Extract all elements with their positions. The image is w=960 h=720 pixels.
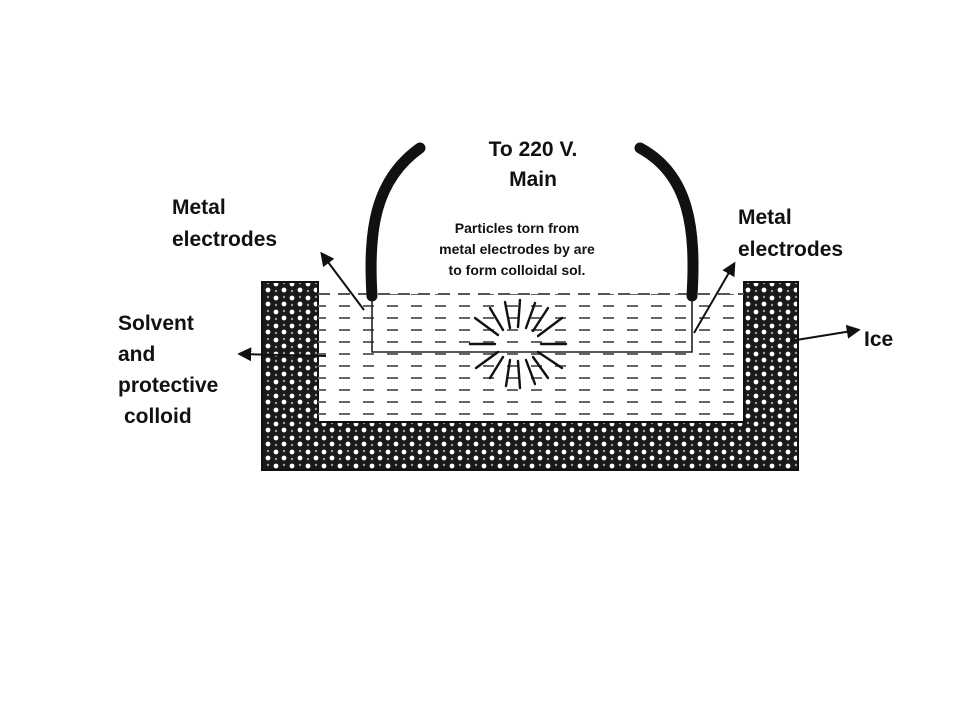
- solvent-label-line1: Solvent: [118, 312, 194, 335]
- left-electrodes-label-line2: electrodes: [172, 228, 277, 251]
- power-label-line2: Main: [509, 168, 557, 191]
- right-electrodes-label-line2: electrodes: [738, 238, 843, 261]
- right-power-cable: [634, 142, 699, 302]
- right-electrodes-label-line1: Metal: [738, 206, 792, 229]
- particles-caption-line3: to form colloidal sol.: [449, 262, 586, 278]
- left-electrodes-label-line1: Metal: [172, 196, 226, 219]
- right-electrode-arrow: [693, 261, 736, 334]
- particles-caption-line2: metal electrodes by are: [439, 241, 595, 257]
- particles-caption-line1: Particles torn from: [455, 220, 579, 236]
- ice-arrow: [789, 324, 861, 342]
- solvent-label-line4: colloid: [124, 405, 192, 428]
- solvent-arrow: [237, 347, 327, 362]
- solvent-label-line3: protective: [118, 374, 218, 397]
- solvent-label-line2: and: [118, 343, 155, 366]
- arc-spark: [468, 298, 568, 390]
- electrode-frame: [371, 296, 693, 353]
- ice-label: Ice: [864, 328, 893, 351]
- left-power-cable: [365, 142, 426, 302]
- power-label-line1: To 220 V.: [489, 138, 578, 161]
- left-electrode-arrow: [320, 251, 365, 311]
